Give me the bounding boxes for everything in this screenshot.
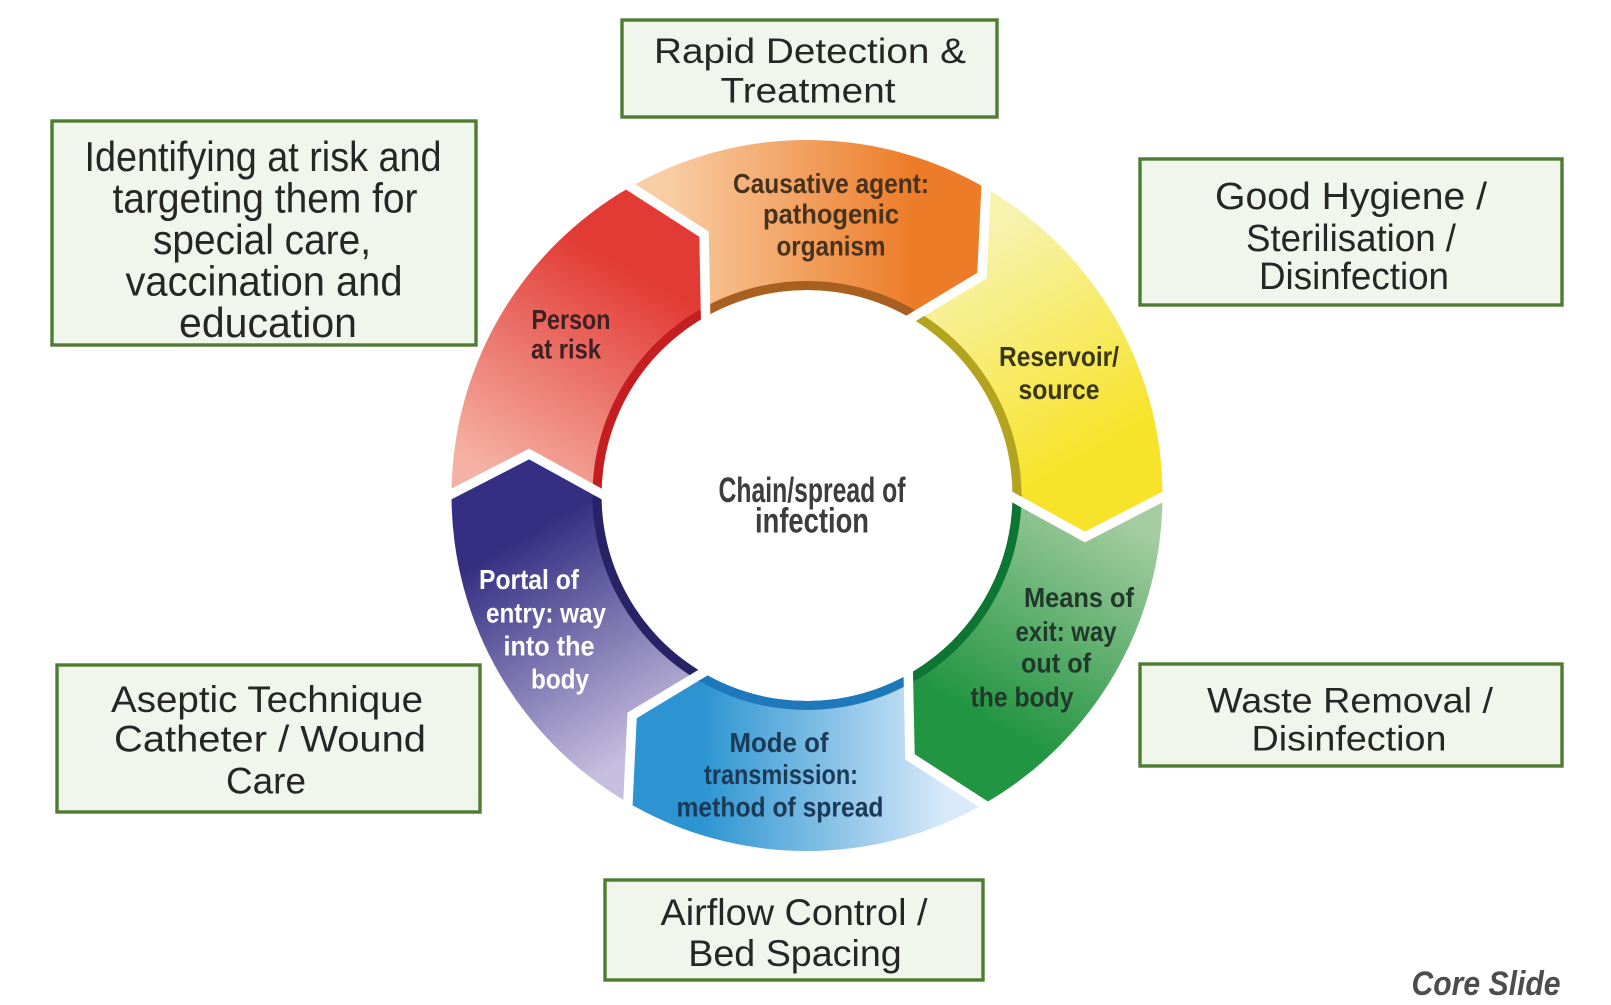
- svg-text:body: body: [531, 664, 589, 695]
- svg-text:Reservoir/: Reservoir/: [999, 341, 1119, 372]
- svg-text:Disinfection: Disinfection: [1252, 719, 1447, 759]
- svg-text:Bed Spacing: Bed Spacing: [688, 933, 902, 974]
- svg-text:into the: into the: [504, 631, 595, 662]
- svg-text:Care: Care: [226, 761, 306, 802]
- svg-text:out of: out of: [1021, 648, 1092, 679]
- svg-text:Waste Removal /: Waste Removal /: [1207, 681, 1493, 721]
- svg-text:targeting them for: targeting them for: [113, 175, 418, 222]
- svg-text:Sterilisation /: Sterilisation /: [1246, 218, 1456, 260]
- svg-text:special care,: special care,: [153, 216, 371, 263]
- svg-text:Airflow Control /: Airflow Control /: [661, 892, 929, 933]
- svg-text:transmission:: transmission:: [704, 759, 858, 790]
- svg-text:Identifying at risk and: Identifying at risk and: [85, 133, 442, 180]
- svg-text:education: education: [179, 299, 357, 346]
- svg-text:Good Hygiene /: Good Hygiene /: [1215, 176, 1487, 218]
- svg-text:Core Slide: Core Slide: [1412, 965, 1561, 1000]
- svg-text:Person: Person: [532, 304, 611, 335]
- svg-text:Catheter / Wound: Catheter / Wound: [114, 719, 426, 760]
- svg-text:infection: infection: [755, 502, 869, 541]
- svg-text:Disinfection: Disinfection: [1259, 256, 1449, 298]
- svg-text:exit: way: exit: way: [1016, 616, 1117, 647]
- svg-text:Means of: Means of: [1024, 582, 1135, 613]
- svg-text:Treatment: Treatment: [721, 72, 896, 111]
- svg-text:Portal of: Portal of: [479, 564, 580, 595]
- svg-text:vaccination and: vaccination and: [126, 258, 403, 305]
- svg-text:Chain/spread of: Chain/spread of: [719, 471, 906, 510]
- svg-text:Causative agent:: Causative agent:: [733, 168, 929, 199]
- svg-text:at risk: at risk: [531, 334, 601, 365]
- svg-text:Mode of: Mode of: [730, 727, 830, 758]
- svg-text:the body: the body: [971, 682, 1074, 713]
- svg-text:Aseptic Technique: Aseptic Technique: [111, 679, 423, 720]
- svg-text:source: source: [1019, 374, 1100, 405]
- svg-text:Rapid Detection &: Rapid Detection &: [654, 32, 966, 71]
- svg-text:organism: organism: [777, 231, 886, 262]
- svg-text:pathogenic: pathogenic: [763, 199, 899, 230]
- svg-text:entry: way: entry: way: [486, 598, 606, 629]
- svg-text:method of spread: method of spread: [677, 792, 884, 823]
